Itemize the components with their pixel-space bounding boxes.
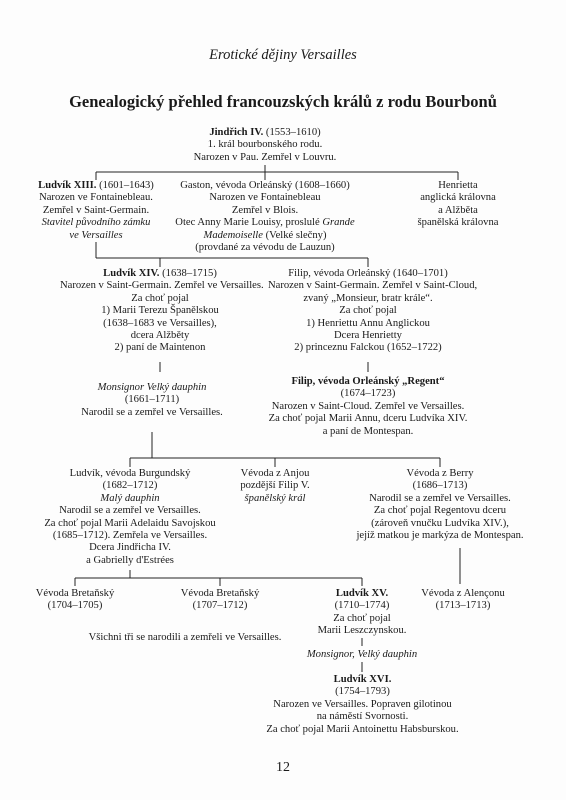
node-gaston: Gaston, vévoda Orleánský (1608–1660) Nar…	[175, 180, 355, 254]
node-dauphin-louis-xv-son: Monsignor, Velký dauphin	[306, 649, 418, 660]
node-louis-xv: Ludvík XV. (1710–1774) Za choť pojal Mar…	[317, 588, 407, 637]
page-title: Genealogický přehled francouzských králů…	[69, 92, 497, 111]
running-header: Erotické dějiny Versailles	[209, 47, 357, 63]
node-henrietta: Henrietta anglická královna a Alžběta šp…	[417, 180, 499, 229]
node-regent: Filip, vévoda Orleánský „Regent“ (1674–1…	[268, 376, 468, 437]
node-alencon: Vévoda z Alençonu (1713–1713)	[421, 588, 505, 612]
node-anjou: Vévoda z Anjou pozdější Filip V. španěls…	[240, 468, 310, 504]
node-louis-xiii: Ludvík XIII. (1601–1643) Narozen ve Font…	[38, 180, 154, 241]
node-burgundy: Ludvík, vévoda Burgundský (1682–1712) Ma…	[44, 468, 216, 566]
node-henri-iv: Jindřich IV. (1553–1610) 1. král bourbon…	[193, 127, 337, 163]
node-grand-dauphin: Monsignor Velký dauphin (1661–1711) Naro…	[81, 382, 223, 418]
note-born-died-versailles: Všichni tři se narodili a zemřeli ve Ver…	[88, 632, 282, 643]
node-louis-xiv: Ludvík XIV. (1638–1715) Narozen v Saint-…	[60, 268, 264, 354]
node-philippe-orleans: Filip, vévoda Orleánský (1640–1701) Naro…	[268, 268, 478, 354]
node-bretagne-1: Vévoda Bretaňský (1704–1705)	[35, 588, 115, 612]
page-number: 12	[276, 760, 290, 775]
node-bretagne-2: Vévoda Bretaňský (1707–1712)	[180, 588, 260, 612]
node-louis-xvi: Ludvík XVI. (1754–1793) Narozen ve Versa…	[266, 674, 459, 735]
node-berry: Vévoda z Berry (1686–1713) Narodil se a …	[356, 468, 524, 542]
